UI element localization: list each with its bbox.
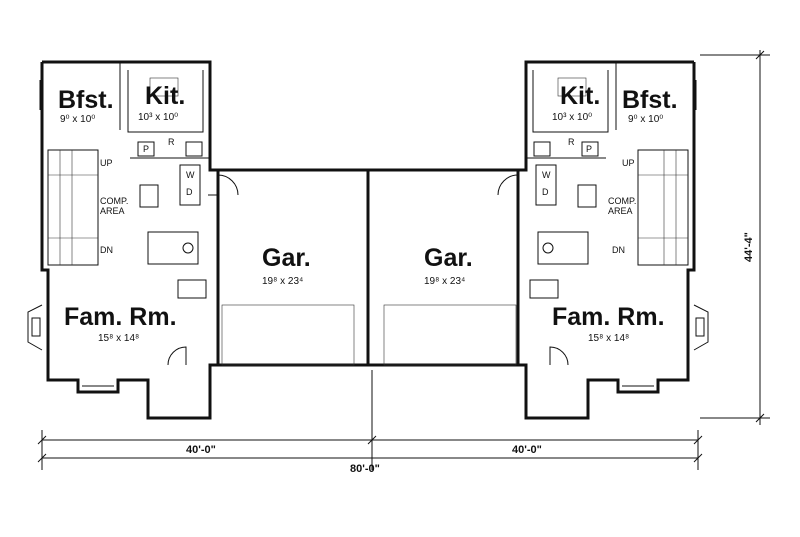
label-up-right: UP [622,158,635,168]
room-label-kit-right: Kit. [560,82,600,110]
left-unit [27,60,220,420]
label-p-right: P [586,144,592,154]
room-dim-gar-left: 19⁸ x 23⁴ [262,276,303,287]
label-dn-right: DN [612,245,625,255]
room-dim-fam-right: 15⁸ x 14⁸ [588,333,629,344]
label-d-right: D [542,187,549,197]
right-unit [516,60,709,420]
room-dim-kit-left: 10³ x 10⁰ [138,112,178,123]
label-area-right: AREA [608,206,633,216]
room-label-bfst-left: Bfst. [58,86,114,114]
room-label-gar-left: Gar. [262,244,311,272]
room-dim-bfst-right: 9⁰ x 10⁰ [628,114,663,125]
room-dim-kit-right: 10³ x 10⁰ [552,112,592,123]
dim-right-width: 40'-0" [512,444,542,456]
room-label-bfst-right: Bfst. [622,86,678,114]
room-label-fam-right: Fam. Rm. [552,303,665,331]
room-label-kit-left: Kit. [145,82,185,110]
label-comp-left: COMP. [100,196,128,206]
dim-left-width: 40'-0" [186,444,216,456]
room-label-fam-left: Fam. Rm. [64,303,177,331]
room-dim-bfst-left: 9⁰ x 10⁰ [60,114,95,125]
dimension-lines [37,50,770,470]
label-up-left: UP [100,158,113,168]
label-d-left: D [186,187,193,197]
dim-total-width: 80'-0" [350,463,380,475]
label-p-left: P [143,144,149,154]
label-r-left: R [168,137,175,147]
label-comp-right: COMP. [608,196,636,206]
room-label-gar-right: Gar. [424,244,473,272]
dim-depth: 44'-4" [743,232,755,262]
label-w-right: W [542,170,551,180]
label-w-left: W [186,170,195,180]
label-r-right: R [568,137,575,147]
label-dn-left: DN [100,245,113,255]
room-dim-gar-right: 19⁸ x 23⁴ [424,276,465,287]
label-area-left: AREA [100,206,125,216]
room-dim-fam-left: 15⁸ x 14⁸ [98,333,139,344]
